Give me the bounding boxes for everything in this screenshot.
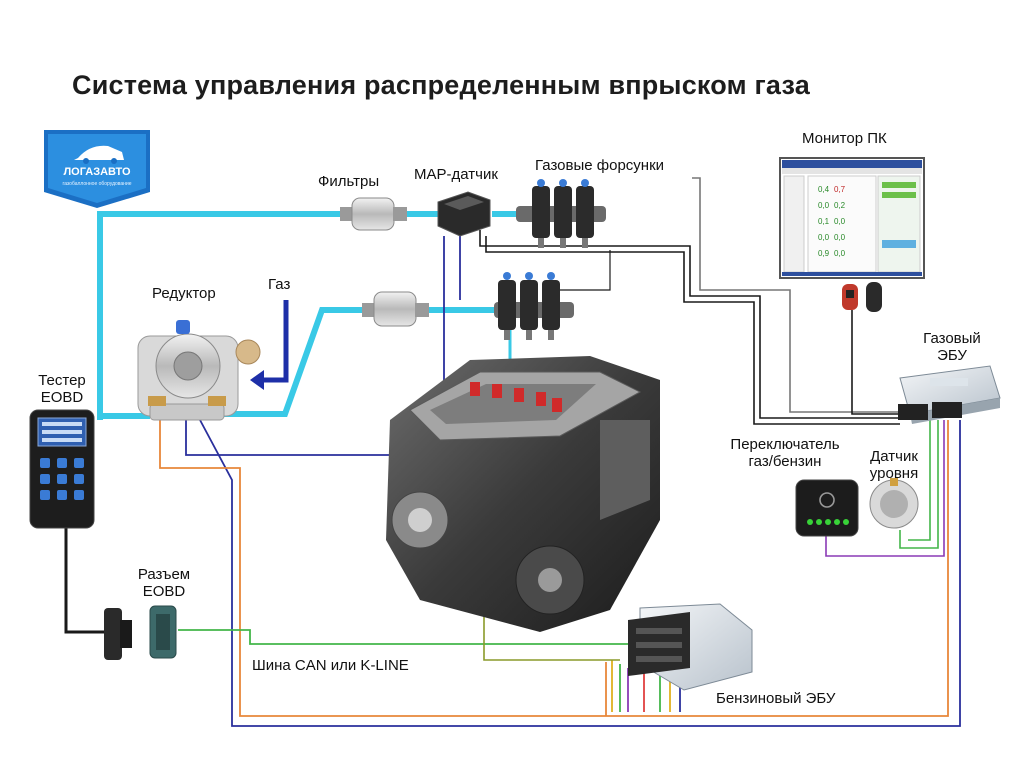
pc-monitor: 0,4 0,7 0,0 0,2 0,1 0,0 0,0 0,0 0,9 0,0 <box>779 157 925 279</box>
level-sensor <box>869 478 919 529</box>
eobd-connector <box>104 605 177 660</box>
switch-wire <box>825 420 945 557</box>
logo: ЛОГАЗАВТО газобаллонное оборудование <box>44 130 150 208</box>
switch-label: Переключатель газ/бензин <box>720 436 850 470</box>
level-sensor-label: Датчик уровня <box>858 448 930 482</box>
gas-arrow-head <box>250 370 264 390</box>
monitor-readout-5: 0,1 <box>818 217 830 226</box>
tester-label-line1: Тестер <box>38 372 86 389</box>
monitor-wire-gray <box>692 177 900 413</box>
level-sensor-label-line1: Датчик <box>870 448 918 465</box>
monitor-readout-7: 0,0 <box>818 233 830 242</box>
injector-wire-upper <box>479 230 900 419</box>
eobd-connector-label-line1: Разъем <box>137 566 191 583</box>
injector-wire-lower <box>560 250 611 291</box>
level-sensor-wire-2 <box>908 420 931 541</box>
gas-petrol-switch <box>795 479 859 537</box>
monitor-readout-2: 0,7 <box>834 185 846 194</box>
gas-line-upper <box>97 211 350 420</box>
can-bus-label: Шина CAN или K-LINE <box>252 657 409 674</box>
eobd-connector-label: Разъем EOBD <box>126 566 202 600</box>
orange-wire-reducer <box>159 420 949 717</box>
gas-filter-lower <box>362 291 429 327</box>
gas-inlet-arrow <box>262 300 289 383</box>
map-sensor-label: MAP-датчик <box>414 166 498 183</box>
can-bus-wire <box>178 629 636 645</box>
signal-wire-reducer <box>185 236 445 456</box>
petrol-ecu <box>628 603 753 691</box>
gas-label: Газ <box>268 276 291 293</box>
gas-line-lower <box>222 307 372 417</box>
engine <box>386 356 660 632</box>
gas-injectors-lower <box>494 272 574 340</box>
signal-wire-lower-loop <box>231 420 961 727</box>
gas-ecu-label-line1: Газовый <box>923 330 981 347</box>
map-sensor <box>437 191 491 237</box>
petrol-ecu-wire-bundle <box>611 660 681 712</box>
eobd-tester <box>29 409 95 529</box>
filters-label: Фильтры <box>318 173 380 190</box>
usb-adapters <box>842 282 882 312</box>
monitor-readout-6: 0,0 <box>834 217 846 226</box>
pc-monitor-label: Монитор ПК <box>802 130 887 147</box>
switch-label-line1: Переключатель <box>730 436 840 453</box>
monitor-readout-1: 0,4 <box>818 185 830 194</box>
tester-cable <box>64 528 104 634</box>
petrol-ecu-label: Бензиновый ЭБУ <box>716 690 836 707</box>
gas-injectors-label: Газовые форсунки <box>535 157 665 174</box>
eobd-connector-label-line2: EOBD <box>142 583 186 600</box>
monitor-readout-9: 0,9 <box>818 249 830 258</box>
monitor-readout-4: 0,2 <box>834 201 846 210</box>
signal-wire-reducer-down <box>199 419 233 606</box>
tester-label: Тестер EOBD <box>22 372 102 406</box>
switch-label-line2: газ/бензин <box>748 453 822 470</box>
monitor-cable <box>851 310 900 415</box>
tester-label-line2: EOBD <box>40 389 84 406</box>
monitor-readout-8: 0,0 <box>834 233 846 242</box>
reducer <box>137 320 261 421</box>
monitor-readout-3: 0,0 <box>818 201 830 210</box>
page-title: Система управления распределенным впрыск… <box>72 70 810 100</box>
gas-filter-upper <box>340 197 407 231</box>
car-logo-icon <box>74 145 124 164</box>
logo-subtext: газобаллонное оборудование <box>62 181 131 187</box>
logo-text: ЛОГАЗАВТО <box>63 166 131 178</box>
gas-injectors-upper <box>516 179 606 248</box>
gas-ecu <box>898 365 1001 424</box>
level-sensor-label-line2: уровня <box>869 465 919 482</box>
gas-ecu-label: Газовый ЭБУ <box>912 330 992 364</box>
reducer-label: Редуктор <box>152 285 216 302</box>
level-sensor-wire <box>899 420 939 549</box>
gas-ecu-label-line2: ЭБУ <box>937 347 967 364</box>
monitor-readout-10: 0,0 <box>834 249 846 258</box>
injector-wire-upper-2 <box>485 236 900 425</box>
